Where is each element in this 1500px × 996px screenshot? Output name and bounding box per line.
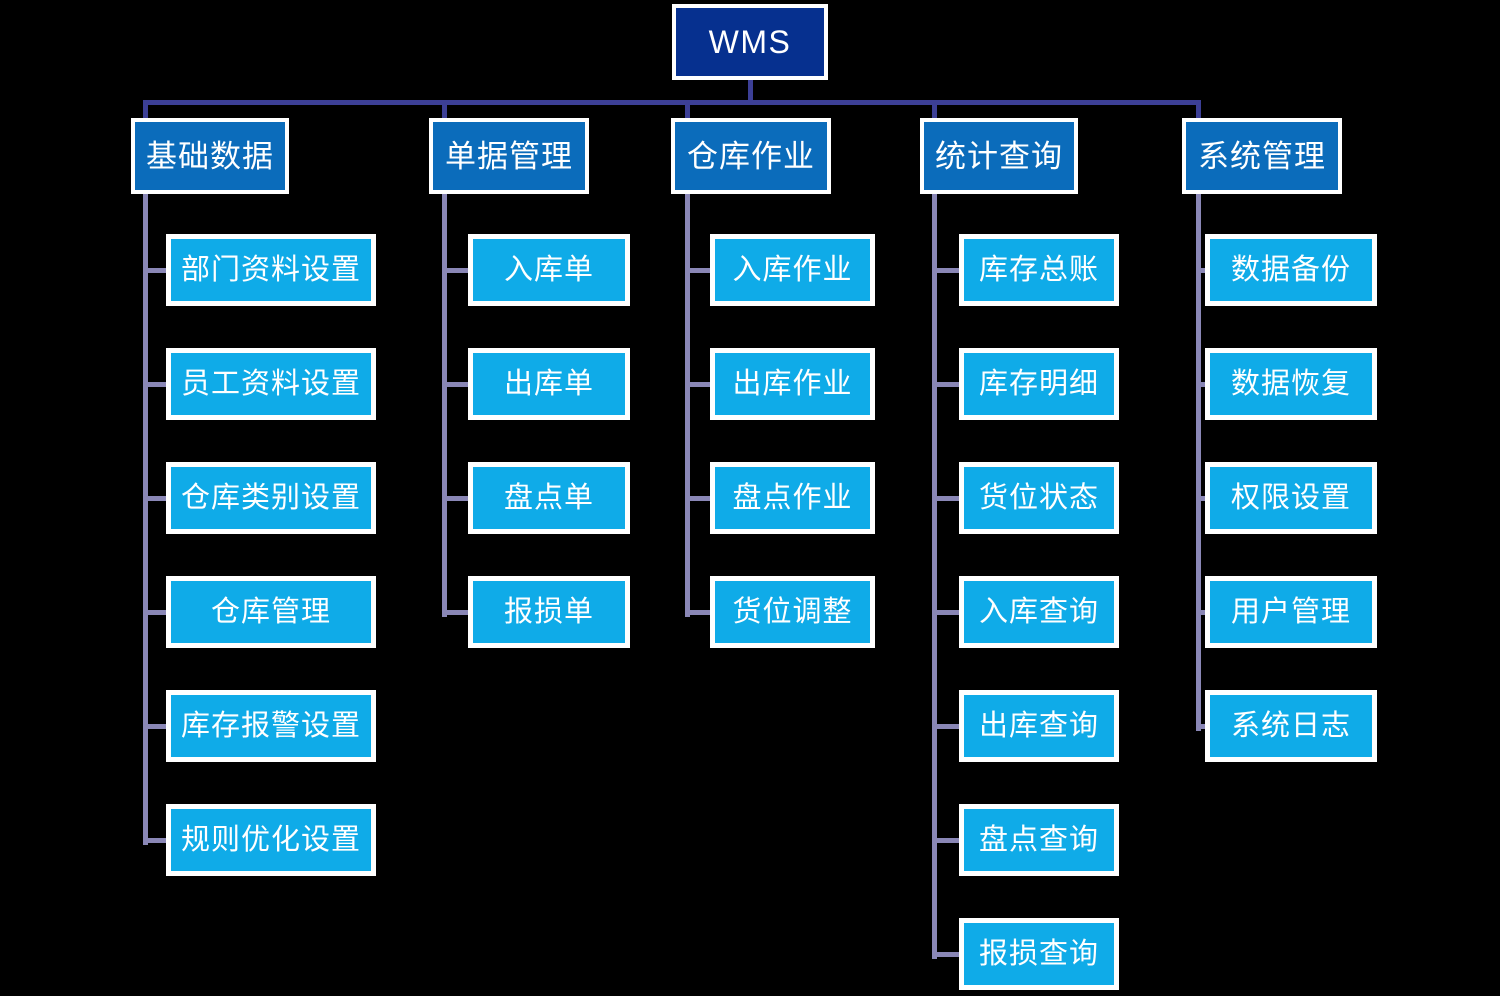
- leaf-node-1-1[interactable]: 部门资料设置: [166, 234, 376, 306]
- branch-node-3[interactable]: 仓库作业: [671, 118, 831, 194]
- leaf-connector-0-4: [143, 724, 166, 729]
- leaf-connector-3-4: [932, 724, 959, 729]
- leaf-connector-3-1: [932, 382, 959, 387]
- leaf-node-4-6[interactable]: 盘点查询: [959, 804, 1119, 876]
- sub-connector-spine-0: [143, 194, 148, 845]
- leaf-node-3-4[interactable]: 货位调整: [710, 576, 875, 648]
- leaf-connector-4-4: [1196, 724, 1205, 729]
- leaf-node-5-2[interactable]: 数据恢复: [1205, 348, 1377, 420]
- branch-node-4[interactable]: 统计查询: [920, 118, 1078, 194]
- leaf-connector-3-6: [932, 952, 959, 957]
- leaf-connector-0-5: [143, 838, 166, 843]
- root-connector-bus: [143, 100, 1201, 105]
- leaf-node-1-6[interactable]: 规则优化设置: [166, 804, 376, 876]
- leaf-connector-3-0: [932, 268, 959, 273]
- leaf-node-2-1[interactable]: 入库单: [468, 234, 630, 306]
- leaf-connector-0-2: [143, 496, 166, 501]
- leaf-connector-4-2: [1196, 496, 1205, 501]
- leaf-node-3-2[interactable]: 出库作业: [710, 348, 875, 420]
- leaf-connector-0-3: [143, 610, 166, 615]
- leaf-node-2-2[interactable]: 出库单: [468, 348, 630, 420]
- leaf-node-4-2[interactable]: 库存明细: [959, 348, 1119, 420]
- sub-connector-spine-4: [1196, 194, 1201, 731]
- leaf-connector-4-1: [1196, 382, 1205, 387]
- sub-connector-spine-1: [442, 194, 447, 617]
- leaf-connector-3-2: [932, 496, 959, 501]
- leaf-connector-2-1: [685, 382, 710, 387]
- leaf-connector-3-5: [932, 838, 959, 843]
- leaf-node-4-5[interactable]: 出库查询: [959, 690, 1119, 762]
- branch-connector-drop-4: [1196, 100, 1201, 118]
- leaf-connector-2-0: [685, 268, 710, 273]
- branch-node-2[interactable]: 单据管理: [429, 118, 589, 194]
- leaf-node-4-3[interactable]: 货位状态: [959, 462, 1119, 534]
- root-connector-stub: [748, 80, 753, 105]
- leaf-connector-0-1: [143, 382, 166, 387]
- leaf-connector-1-0: [442, 268, 468, 273]
- root-node-wms[interactable]: WMS: [672, 4, 828, 80]
- leaf-node-5-3[interactable]: 权限设置: [1205, 462, 1377, 534]
- leaf-node-4-7[interactable]: 报损查询: [959, 918, 1119, 990]
- branch-connector-drop-0: [143, 100, 148, 118]
- leaf-connector-1-1: [442, 382, 468, 387]
- leaf-connector-2-3: [685, 610, 710, 615]
- leaf-node-2-4[interactable]: 报损单: [468, 576, 630, 648]
- leaf-node-1-5[interactable]: 库存报警设置: [166, 690, 376, 762]
- leaf-node-1-2[interactable]: 员工资料设置: [166, 348, 376, 420]
- leaf-node-3-1[interactable]: 入库作业: [710, 234, 875, 306]
- leaf-node-4-4[interactable]: 入库查询: [959, 576, 1119, 648]
- leaf-connector-1-2: [442, 496, 468, 501]
- branch-connector-drop-3: [932, 100, 937, 118]
- leaf-connector-4-3: [1196, 610, 1205, 615]
- sub-connector-spine-3: [932, 194, 937, 959]
- branch-node-5[interactable]: 系统管理: [1182, 118, 1342, 194]
- leaf-node-1-4[interactable]: 仓库管理: [166, 576, 376, 648]
- leaf-connector-1-3: [442, 610, 468, 615]
- branch-connector-drop-2: [685, 100, 690, 118]
- leaf-node-5-5[interactable]: 系统日志: [1205, 690, 1377, 762]
- leaf-connector-4-0: [1196, 268, 1205, 273]
- leaf-node-4-1[interactable]: 库存总账: [959, 234, 1119, 306]
- leaf-node-2-3[interactable]: 盘点单: [468, 462, 630, 534]
- leaf-node-5-4[interactable]: 用户管理: [1205, 576, 1377, 648]
- leaf-node-1-3[interactable]: 仓库类别设置: [166, 462, 376, 534]
- leaf-connector-0-0: [143, 268, 166, 273]
- branch-connector-drop-1: [442, 100, 447, 118]
- leaf-node-5-1[interactable]: 数据备份: [1205, 234, 1377, 306]
- leaf-node-3-3[interactable]: 盘点作业: [710, 462, 875, 534]
- leaf-connector-2-2: [685, 496, 710, 501]
- leaf-connector-3-3: [932, 610, 959, 615]
- branch-node-1[interactable]: 基础数据: [131, 118, 289, 194]
- sub-connector-spine-2: [685, 194, 690, 617]
